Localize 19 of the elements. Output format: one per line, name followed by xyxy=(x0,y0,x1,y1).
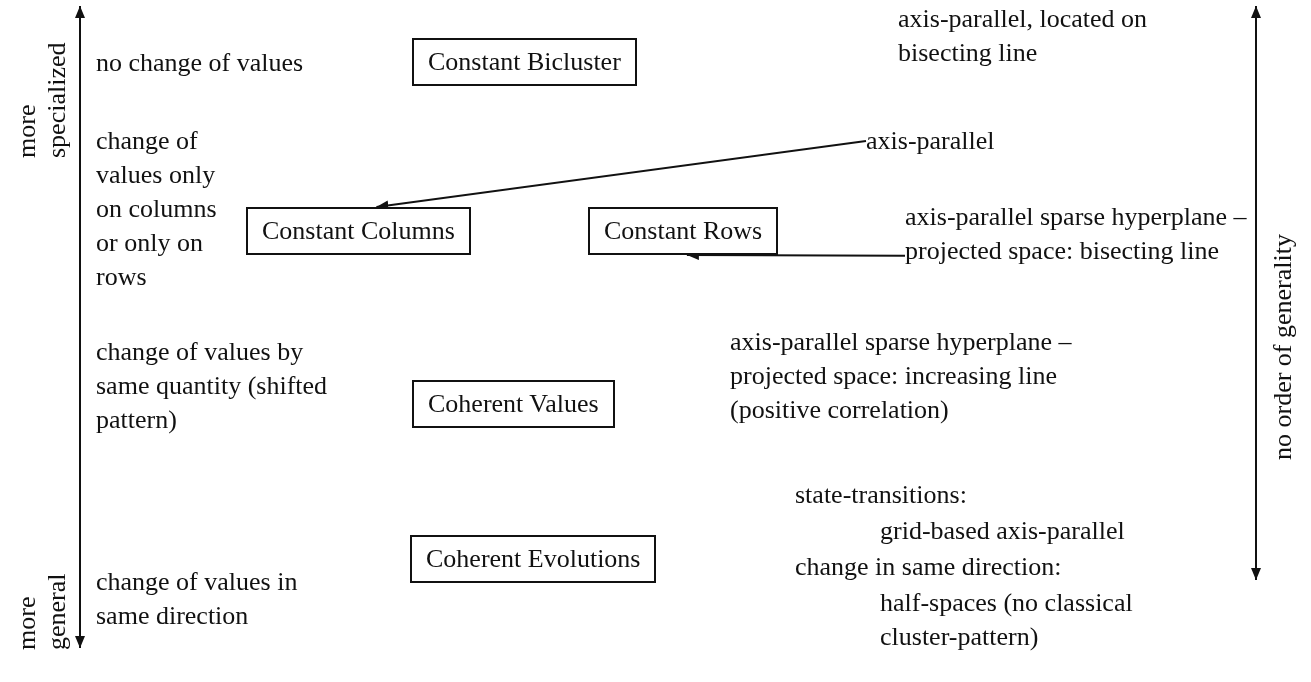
description-text: state-transitions: xyxy=(795,479,968,511)
annotation-text: axis-parallel xyxy=(866,124,1066,158)
pattern-box: Constant Bicluster xyxy=(412,38,637,86)
description-text: change in same direction: xyxy=(795,551,1063,583)
pattern-box: Coherent Values xyxy=(412,380,615,428)
description-text: change of values by same quantity (shifted pattern) xyxy=(96,336,329,436)
description-text: axis-parallel, located on bisecting line xyxy=(898,3,1149,69)
axis-label: more specialized xyxy=(12,41,72,158)
description-text: half-spaces (no classical cluster-pattern) xyxy=(880,587,1134,653)
description-text: change of values in same direction xyxy=(96,566,299,632)
description-text: no change of values xyxy=(96,47,305,79)
description-text: grid-based axis-parallel xyxy=(880,515,1126,547)
pattern-box: Coherent Evolutions xyxy=(410,535,657,583)
description-text: change of values only on columns or only on rows xyxy=(96,125,218,293)
axis-label: more general xyxy=(12,572,72,650)
axis-label: no order of generality xyxy=(1268,233,1298,460)
pattern-box: Constant Rows xyxy=(588,207,779,255)
description-text: axis-parallel sparse hyperplane – projected space: increasing line (positive correlation) xyxy=(730,326,1073,426)
pattern-box: Constant Columns xyxy=(246,207,471,255)
